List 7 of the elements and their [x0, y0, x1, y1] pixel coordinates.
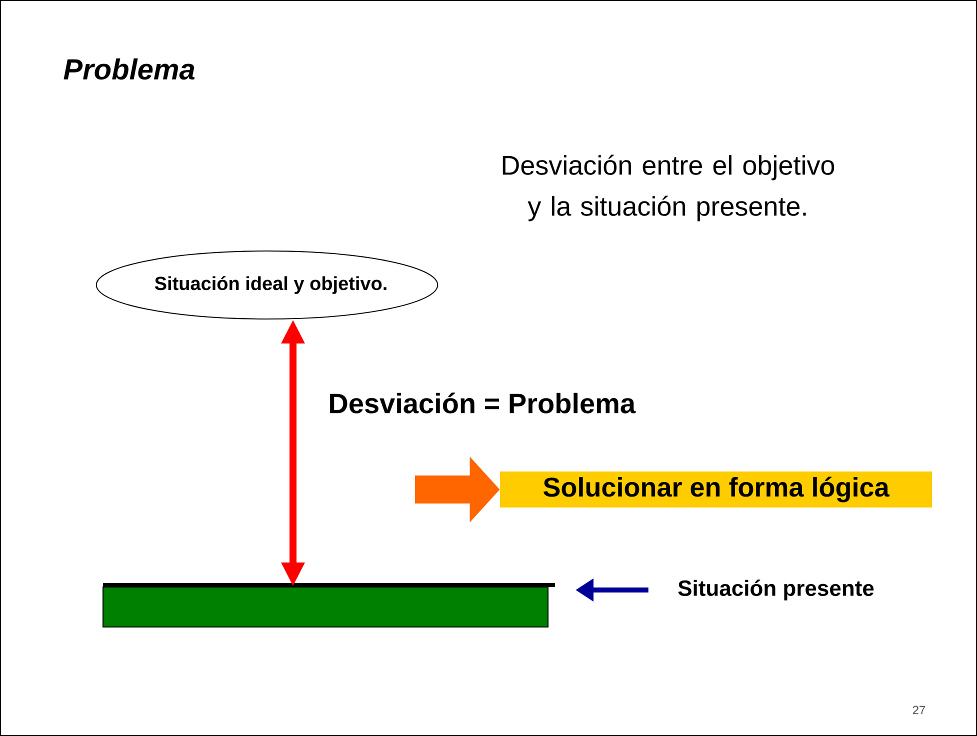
text-label: Situación presente [678, 580, 874, 600]
page-number: 27 [912, 706, 926, 714]
highlighted-text-box: Solucionar en forma lógica [500, 472, 932, 508]
statement-text: Desviación = Problema [330, 392, 636, 414]
paragraph: Desviación entre el objetivo y la situación presente. [502, 154, 834, 222]
slide-title: Problema [64, 58, 194, 80]
bar [102, 583, 555, 628]
